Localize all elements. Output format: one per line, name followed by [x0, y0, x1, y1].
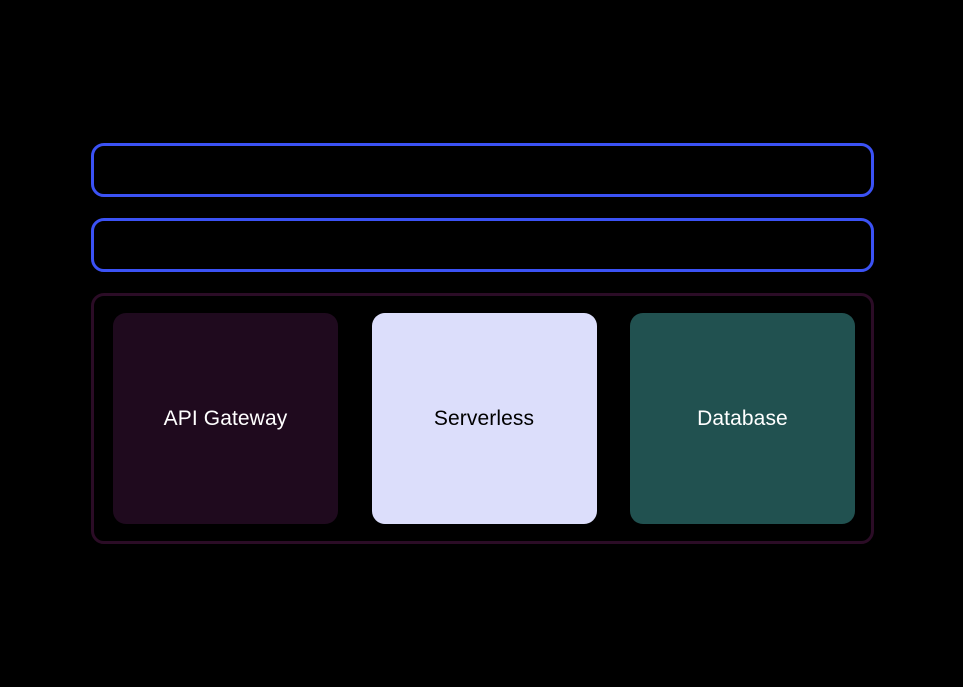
card-database[interactable]: Database — [630, 313, 855, 524]
services-group-container[interactable]: API Gateway Serverless Database — [91, 293, 874, 544]
card-api-gateway[interactable]: API Gateway — [113, 313, 338, 524]
card-serverless-label: Serverless — [433, 407, 535, 430]
card-api-gateway-label: API Gateway — [163, 407, 288, 430]
services-card-row: API Gateway Serverless Database — [113, 313, 855, 524]
card-database-label: Database — [697, 407, 788, 430]
top-outlined-bar-1[interactable] — [91, 143, 874, 197]
top-outlined-bar-2[interactable] — [91, 218, 874, 272]
card-serverless[interactable]: Serverless — [371, 313, 597, 524]
